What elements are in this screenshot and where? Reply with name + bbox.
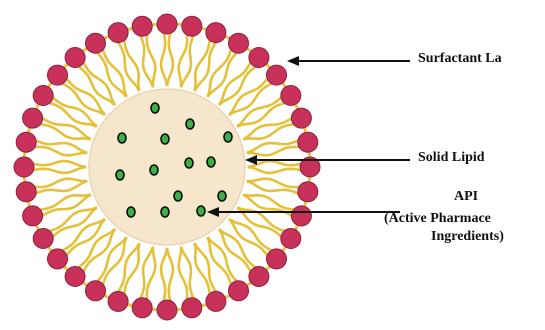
surfactant-tail [230, 220, 273, 252]
surfactant-head [48, 249, 68, 269]
surfactant-head [48, 65, 68, 85]
surfactant-tail [83, 230, 115, 273]
surfactant-tail [161, 249, 167, 302]
surfactant-tail [208, 48, 232, 96]
surfactant-head [65, 48, 85, 68]
surfactant-head [281, 229, 301, 249]
surfactant-tail [220, 61, 252, 104]
surfactant-head [267, 249, 287, 269]
api-particle [218, 191, 226, 201]
api-particle [151, 103, 159, 113]
api-particle [161, 134, 169, 144]
surfactant-head [132, 16, 152, 36]
surfactant-head [281, 86, 301, 106]
api-fullname-line1: (Active Pharmace [384, 210, 491, 227]
surfactant-tail [61, 220, 104, 252]
api-particle [161, 207, 169, 217]
surfactant-tail [83, 61, 115, 104]
surfactant-head [157, 300, 177, 320]
surfactant-tail [167, 32, 173, 85]
surfactant-layer-arrow [287, 56, 410, 66]
surfactant-head [291, 108, 311, 128]
surfactant-head [23, 206, 43, 226]
surfactant-head [23, 108, 43, 128]
surfactant-tail [61, 83, 104, 115]
surfactant-head [267, 65, 287, 85]
surfactant-tail [230, 83, 273, 115]
surfactant-head [86, 33, 106, 53]
surfactant-head [298, 132, 318, 152]
api-particle [186, 119, 194, 129]
surfactant-head [229, 33, 249, 53]
api-particle [185, 158, 193, 168]
api-fullname-line2: Ingredients) [431, 228, 504, 245]
surfactant-head [108, 291, 128, 311]
surfactant-tail [103, 48, 127, 96]
surfactant-tail [161, 32, 167, 85]
api-particle [197, 206, 205, 216]
surfactant-head [33, 86, 53, 106]
api-particle [150, 165, 158, 175]
solid-lipid-arrow [245, 155, 410, 165]
surfactant-head [249, 267, 269, 287]
surfactant-head [86, 281, 106, 301]
surfactant-tail [32, 161, 85, 167]
surfactant-tail [249, 167, 302, 173]
surfactant-head [206, 291, 226, 311]
surfactant-head [16, 182, 36, 202]
surfactant-head [16, 132, 36, 152]
solid-lipid-label: Solid Lipid [418, 150, 485, 166]
surfactant-head [14, 157, 34, 177]
api-particle [118, 133, 126, 143]
api-particle [207, 157, 215, 167]
surfactant-layer-label: Surfactant La [418, 51, 502, 67]
surfactant-head [108, 23, 128, 43]
surfactant-head [298, 182, 318, 202]
surfactant-tail [32, 167, 85, 173]
api-particle [174, 191, 182, 201]
api-particle [127, 207, 135, 217]
surfactant-tail [238, 103, 286, 127]
surfactant-head [182, 16, 202, 36]
surfactant-tail [48, 208, 96, 232]
surfactant-tail [103, 238, 127, 286]
surfactant-tail [208, 238, 232, 286]
surfactant-head [65, 267, 85, 287]
surfactant-head [157, 14, 177, 34]
surfactant-head [132, 298, 152, 318]
api-label: API [454, 189, 478, 205]
api-particle [224, 132, 232, 142]
api-particle [116, 170, 124, 180]
solid-lipid-core [89, 89, 245, 245]
surfactant-tail [220, 230, 252, 273]
surfactant-head [229, 281, 249, 301]
surfactant-tail [48, 103, 96, 127]
surfactant-head [206, 23, 226, 43]
surfactant-head [33, 229, 53, 249]
surfactant-head [249, 48, 269, 68]
surfactant-head [291, 206, 311, 226]
surfactant-head [182, 298, 202, 318]
surfactant-tail [167, 249, 173, 302]
